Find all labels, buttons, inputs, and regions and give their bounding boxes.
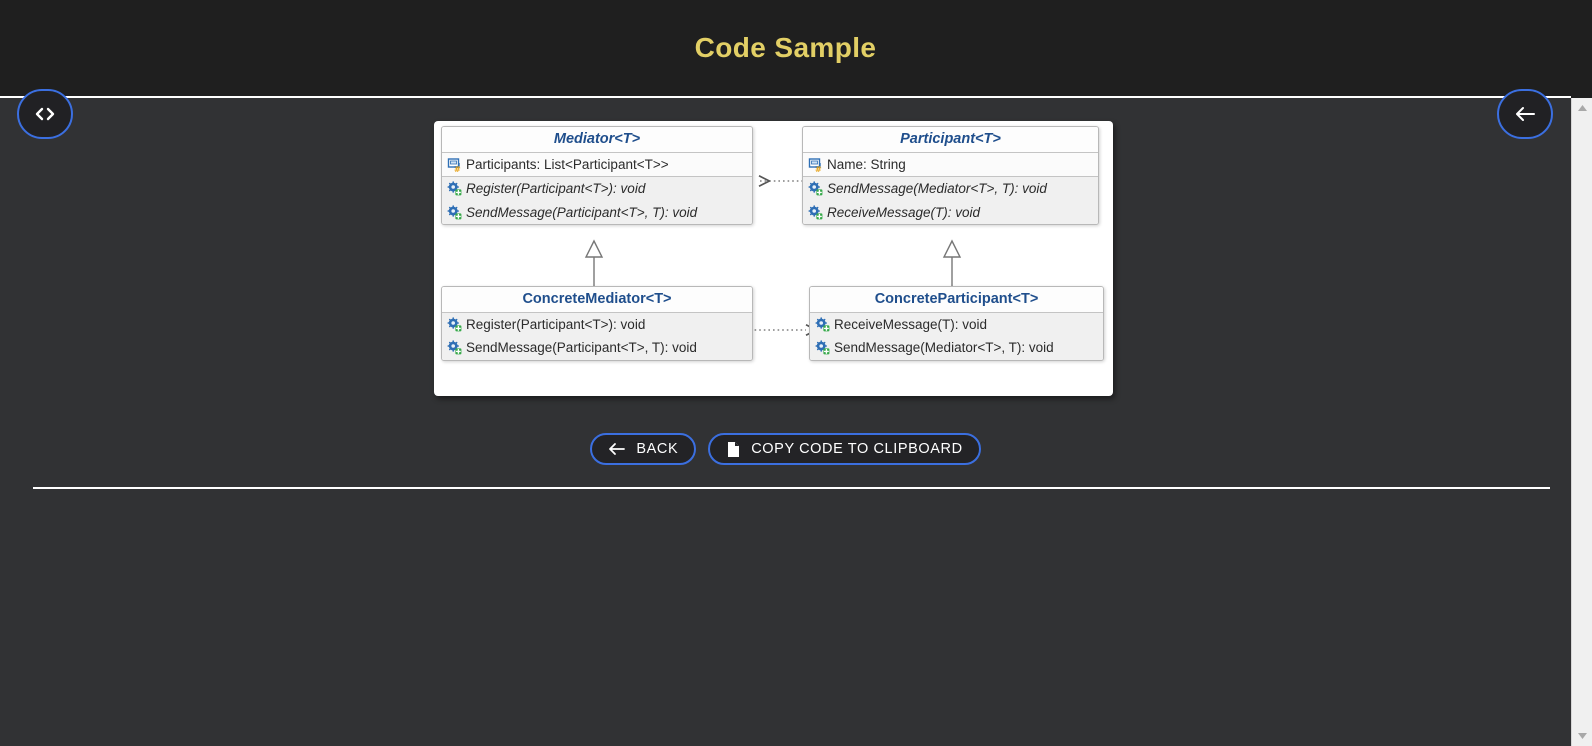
uml-method-text: ReceiveMessage(T): void	[834, 317, 988, 332]
method-icon	[808, 204, 823, 220]
method-icon	[808, 181, 823, 196]
uml-method-row: ReceiveMessage(T): void	[803, 201, 1098, 224]
content-divider	[33, 487, 1550, 489]
code-brackets-icon	[33, 106, 57, 122]
uml-field-text: Name: String	[827, 157, 906, 172]
uml-method-text: Register(Participant<T>): void	[466, 317, 646, 332]
scroll-down-arrow-icon[interactable]	[1572, 726, 1592, 746]
uml-method-row: SendMessage(Participant<T>, T): void	[442, 336, 752, 359]
uml-class-title: ConcreteParticipant<T>	[810, 287, 1103, 313]
uml-class-concrete-participant[interactable]: ConcreteParticipant<T> ReceiveMessage(T)…	[809, 286, 1104, 361]
method-icon	[815, 317, 830, 332]
uml-method-row: ReceiveMessage(T): void	[810, 313, 1103, 336]
svg-text:#: #	[815, 165, 822, 172]
arrow-left-icon	[1513, 105, 1537, 123]
method-icon	[447, 181, 462, 196]
uml-method-row: SendMessage(Mediator<T>, T): void	[803, 177, 1098, 200]
vertical-scrollbar[interactable]	[1571, 98, 1592, 746]
arrow-left-icon	[608, 442, 626, 456]
page-title: Code Sample	[694, 32, 877, 63]
uml-class-mediator[interactable]: Mediator<T> # Participants: List<Partici…	[441, 126, 753, 225]
uml-method-row: Register(Participant<T>): void	[442, 313, 752, 336]
page-header: Code Sample	[0, 0, 1571, 98]
uml-field-row: # Name: String	[803, 153, 1098, 176]
scrollbar-thumb[interactable]	[1574, 120, 1591, 590]
uml-method-text: ReceiveMessage(T): void	[827, 204, 981, 220]
uml-methods-section: SendMessage(Mediator<T>, T): void Receiv…	[803, 177, 1098, 224]
back-nav-button[interactable]	[1497, 89, 1553, 139]
uml-fields-section: # Name: String	[803, 153, 1098, 178]
view-code-button[interactable]	[17, 89, 73, 139]
copy-code-button-label: COPY CODE TO CLIPBOARD	[751, 441, 963, 457]
uml-method-row: SendMessage(Mediator<T>, T): void	[810, 336, 1103, 359]
uml-fields-section: # Participants: List<Participant<T>>	[442, 153, 752, 178]
header-edge-tick	[0, 96, 18, 98]
uml-field-text: Participants: List<Participant<T>>	[466, 157, 669, 172]
scroll-up-arrow-icon[interactable]	[1572, 98, 1592, 118]
uml-method-text: SendMessage(Participant<T>, T): void	[466, 204, 698, 220]
property-icon: #	[447, 157, 462, 174]
uml-class-participant[interactable]: Participant<T> # Name: String	[802, 126, 1099, 225]
uml-class-concrete-mediator[interactable]: ConcreteMediator<T> Register(Participant…	[441, 286, 753, 361]
uml-diagram-card: Mediator (dotted, open arrow left) --> C…	[434, 121, 1113, 396]
method-icon	[447, 317, 462, 332]
uml-methods-section: ReceiveMessage(T): void SendMessage(Medi…	[810, 313, 1103, 360]
uml-methods-section: Register(Participant<T>): void SendMessa…	[442, 177, 752, 224]
method-icon	[447, 340, 462, 355]
method-icon	[815, 340, 830, 355]
uml-methods-section: Register(Participant<T>): void SendMessa…	[442, 313, 752, 360]
property-icon: #	[808, 157, 823, 174]
action-bar: BACK COPY CODE TO CLIPBOARD	[0, 433, 1571, 465]
uml-method-text: SendMessage(Mediator<T>, T): void	[834, 340, 1054, 356]
back-button[interactable]: BACK	[590, 433, 697, 465]
scrollbar-top-cap	[1571, 0, 1592, 98]
back-button-label: BACK	[636, 441, 679, 457]
uml-method-text: Register(Participant<T>): void	[466, 181, 646, 197]
svg-text:#: #	[454, 165, 461, 172]
uml-field-row: # Participants: List<Participant<T>>	[442, 153, 752, 176]
document-copy-icon	[726, 441, 741, 458]
uml-method-row: Register(Participant<T>): void	[442, 177, 752, 200]
uml-method-text: SendMessage(Mediator<T>, T): void	[827, 181, 1047, 197]
uml-method-row: SendMessage(Participant<T>, T): void	[442, 201, 752, 224]
uml-class-title: Participant<T>	[803, 127, 1098, 153]
uml-class-title: Mediator<T>	[442, 127, 752, 153]
method-icon	[447, 204, 462, 220]
uml-class-title: ConcreteMediator<T>	[442, 287, 752, 313]
uml-method-text: SendMessage(Participant<T>, T): void	[466, 340, 697, 356]
copy-code-button[interactable]: COPY CODE TO CLIPBOARD	[708, 433, 981, 465]
